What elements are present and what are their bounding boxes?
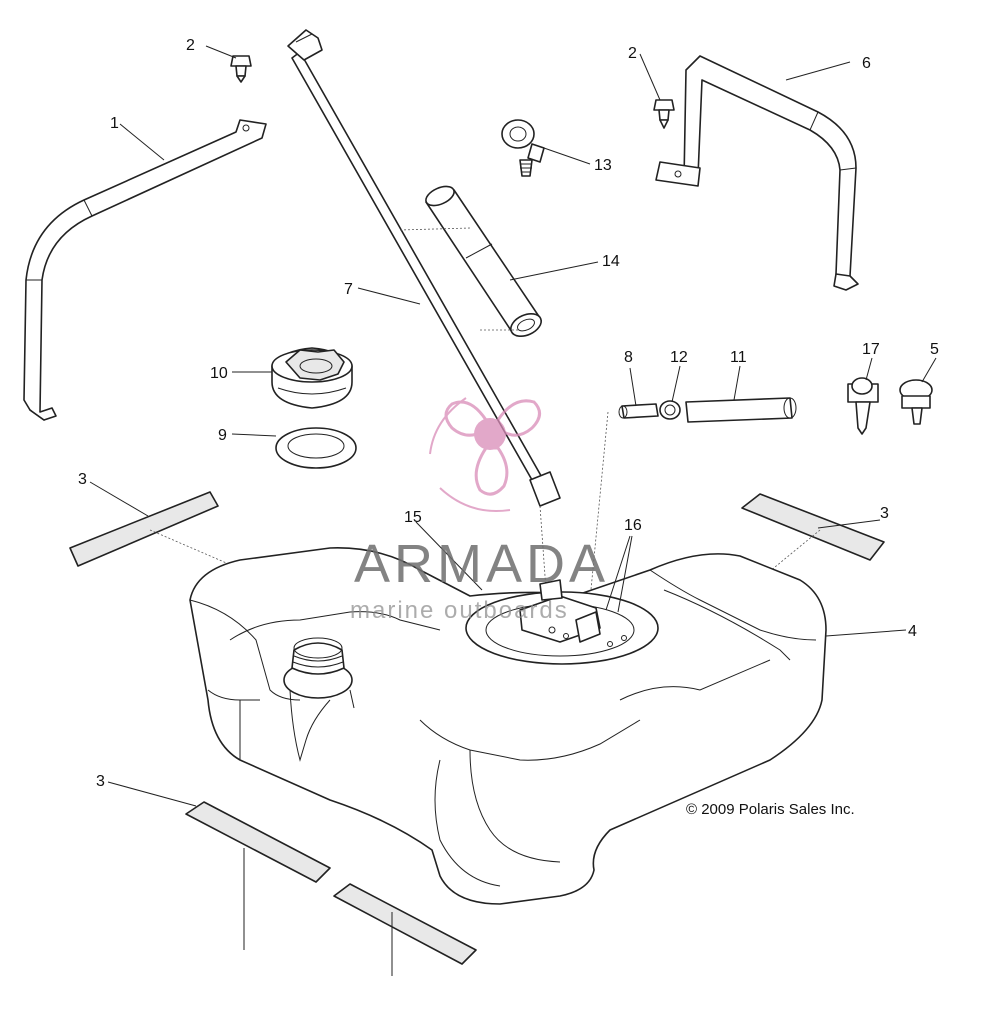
part-17-clip bbox=[847, 377, 879, 435]
callout-8: 8 bbox=[624, 349, 633, 366]
part-6-right-strap bbox=[655, 55, 859, 291]
callout-5: 5 bbox=[930, 341, 939, 358]
callout-6: 6 bbox=[862, 55, 871, 72]
copyright-text: © 2009 Polaris Sales Inc. bbox=[686, 801, 855, 818]
part-3-pad-lower-2 bbox=[333, 883, 477, 965]
callout-3-upper-right: 3 bbox=[880, 505, 889, 522]
part-3-pad-lower-1 bbox=[185, 801, 331, 883]
part-11-hose bbox=[685, 397, 797, 423]
callout-16: 16 bbox=[624, 517, 642, 534]
part-10-fuel-cap bbox=[271, 347, 353, 409]
callout-3-lower: 3 bbox=[96, 773, 105, 790]
part-9-gasket bbox=[275, 427, 357, 469]
part-1-left-strap bbox=[23, 119, 267, 421]
part-8-short-hose bbox=[618, 403, 659, 419]
callout-2-left: 2 bbox=[186, 37, 195, 54]
callout-14: 14 bbox=[602, 253, 620, 270]
callout-9: 9 bbox=[218, 427, 227, 444]
part-3-pad-upper-right bbox=[741, 493, 885, 561]
callout-11: 11 bbox=[730, 349, 747, 366]
callout-10: 10 bbox=[210, 365, 228, 382]
watermark-title: ARMADA bbox=[354, 534, 609, 594]
callout-4: 4 bbox=[908, 623, 917, 640]
part-2-bolt-right bbox=[653, 99, 675, 129]
callout-3-upper-left: 3 bbox=[78, 471, 87, 488]
part-13-clip bbox=[501, 119, 545, 177]
callout-17: 17 bbox=[862, 341, 880, 358]
callout-12: 12 bbox=[670, 349, 688, 366]
callout-13: 13 bbox=[594, 157, 612, 174]
callout-1: 1 bbox=[110, 115, 119, 132]
callout-2-right: 2 bbox=[628, 45, 637, 62]
callout-labels: 1 2 2 6 13 14 7 10 9 8 12 11 17 5 3 3 3 … bbox=[78, 37, 939, 790]
part-2-bolt-left bbox=[230, 55, 252, 83]
callout-15: 15 bbox=[404, 509, 422, 526]
propeller-logo-icon bbox=[429, 397, 541, 512]
watermark-subtitle: marine outboards bbox=[350, 597, 569, 624]
leader-lines bbox=[89, 45, 937, 976]
part-7-vent-hose bbox=[287, 29, 561, 507]
part-5-clip bbox=[899, 379, 933, 425]
part-14-sleeve bbox=[399, 185, 542, 338]
callout-7: 7 bbox=[344, 281, 353, 298]
part-4-fuel-tank bbox=[189, 547, 827, 905]
watermark-logo: ARMADA marine outboards bbox=[350, 397, 609, 624]
part-12-clamp bbox=[659, 400, 681, 420]
part-3-pad-upper-left bbox=[69, 491, 219, 567]
